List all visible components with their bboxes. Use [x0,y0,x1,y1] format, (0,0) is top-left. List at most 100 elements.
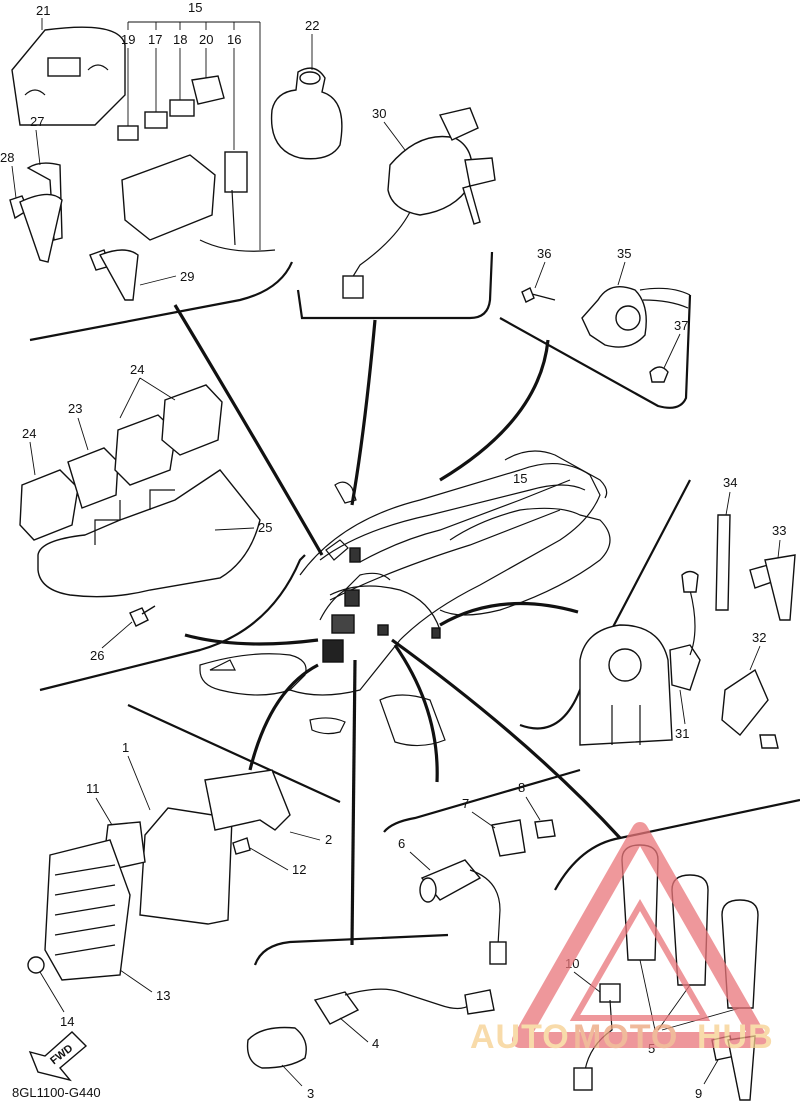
panel-lower-center-border [383,768,581,833]
sidestand-plate-32 [721,668,769,736]
fuse-bracket-lines [127,21,261,250]
callout-29: 29 [180,269,194,284]
callout-8: 8 [518,780,525,795]
sensor-bracket-7 [491,819,526,857]
cable-tie-33 [764,554,796,621]
callout-14: 14 [60,1014,74,1029]
relay-24-left [19,469,79,541]
main-switch-30-body [387,135,473,216]
sensor-6-tip [419,877,437,903]
rear-subframe [504,450,608,499]
relay-group: 24 23 24 25 26 [19,362,272,663]
callout-34: 34 [723,475,737,490]
leader-relay-group [184,633,319,646]
relay-23 [67,447,119,509]
rectifier-leaders [39,755,321,1013]
sidestand-connector-top [681,570,699,593]
callout-3: 3 [307,1086,314,1101]
bolt-12 [232,837,251,855]
panel-outlines [29,251,800,966]
relay-leaders [29,377,255,649]
part-22-capacitor: 22 [270,18,343,160]
callout-17: 17 [148,32,162,47]
key-head-b [464,157,496,187]
callout-21: 21 [36,3,50,18]
panel-right-border [519,479,691,730]
fuse-20 [191,75,225,105]
callout-11: 11 [86,781,100,796]
fuse-cover-window [47,57,81,77]
callout-9: 9 [695,1086,702,1101]
fwd-arrow-icon [28,1031,88,1082]
sensor-leaders [409,796,541,871]
horn-35-face [615,305,641,331]
callout-20: 20 [199,32,213,47]
panel-bottom-center-border [253,933,449,966]
connector-cluster [344,589,360,607]
watermark-logo: AUTO MOTO HUB [470,822,774,1056]
coil-10-connector-top [599,983,621,1003]
rectifier-group: 1 11 2 12 13 14 [27,740,332,1029]
panel-lower-left-border [127,703,341,804]
neutral-switch-3 [246,1026,307,1069]
sidestand-bracket [579,624,673,746]
fwd-indicator: FWD [28,1031,88,1082]
main-switch-connector [342,275,364,299]
relay-block-mounted [322,639,344,663]
diagram-code: 8GL1100-G440 [12,1085,101,1100]
callout-27: 27 [30,114,44,129]
fuse-18 [169,99,195,117]
relay-24-middle [114,414,177,486]
sidestand-group: 34 33 32 31 [579,475,796,749]
harness-run-b [319,572,391,621]
fuse-cover-detail [24,64,109,96]
neutral-switch-group: 4 3 [246,988,495,1101]
relay-bracket-25 [37,469,261,598]
callout-35: 35 [617,246,631,261]
sidestand-switch-31 [669,644,701,691]
switch-connector [349,547,361,563]
fuse-16-connector [224,151,248,193]
callout-4: 4 [372,1036,379,1051]
main-switch-cable [351,211,411,279]
callout-6: 6 [398,836,405,851]
sidestand-connector [431,627,441,639]
watermark-triangle-icon [512,822,768,1048]
callout-23: 23 [68,401,82,416]
sidestand-bracket-hole [608,648,642,682]
callout-15-frame: 15 [513,471,527,486]
harness-run-c [359,479,571,563]
sensor-6-wire [469,869,501,946]
washer-14 [27,956,45,974]
harness-run-a [329,585,441,631]
callout-16: 16 [227,32,241,47]
relay-bracket-slots [94,489,175,545]
fuse-19 [117,125,139,141]
fuse-box-wires [199,189,276,252]
frame-outline-main [289,462,601,696]
headstock-bracket [334,481,357,504]
callout-15: 15 [188,0,202,15]
bolt-36 [521,287,556,303]
front-triangle-mark [209,659,236,671]
panel-top-right-border [499,294,692,409]
callout-37: 37 [674,318,688,333]
leader-ignition-coils [391,638,622,840]
neutral-lead-4-connector [313,991,360,1025]
callout-12: 12 [292,862,306,877]
lower-bracket [309,717,346,735]
watermark-text-hub: HUB [697,1018,774,1056]
neutral-lead-4-wire [344,988,471,1010]
horn-35-body [581,286,647,348]
fuse-group-leaders [11,18,235,286]
callout-31: 31 [675,726,689,741]
front-fork-bracket [199,653,307,696]
assembly-leaders [173,304,622,946]
clamp-2 [204,769,291,831]
leader-30 [383,121,406,151]
nut-37 [649,366,669,383]
relay-24-right [161,384,223,456]
sidestand-leaders [679,491,781,725]
